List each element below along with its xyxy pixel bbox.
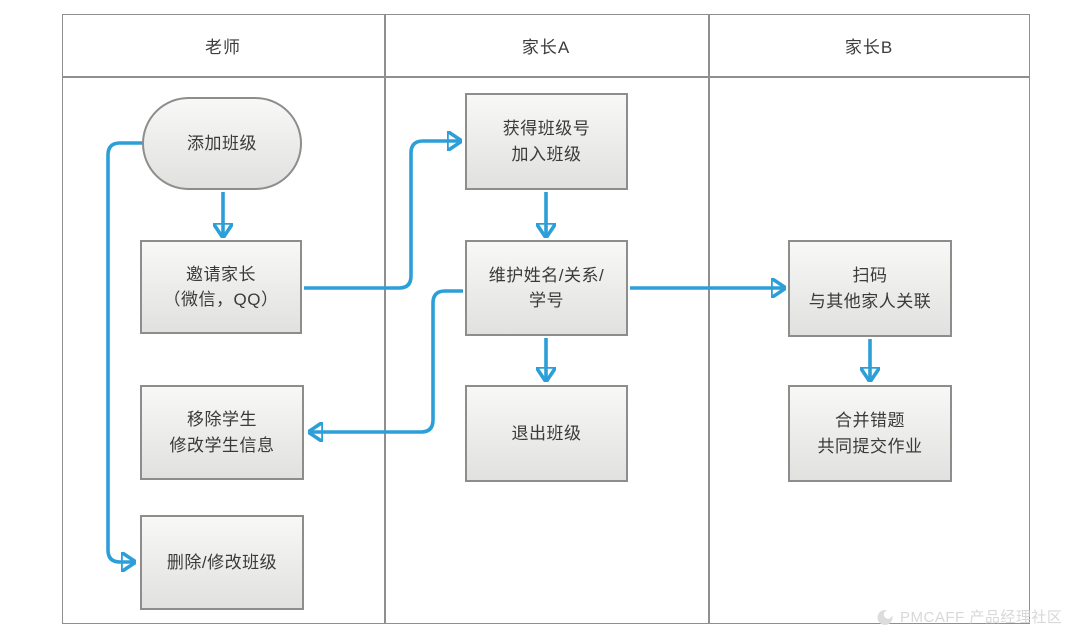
pmcaff-logo-icon	[877, 609, 893, 625]
watermark: PMCAFF 产品经理社区	[876, 606, 1062, 627]
node-delete-class: 删除/修改班级	[140, 515, 304, 610]
node-join-class: 获得班级号 加入班级	[465, 93, 628, 190]
node-invite-parents: 邀请家长 （微信，QQ）	[140, 240, 302, 334]
swimlane-frame	[62, 14, 1030, 624]
header-divider	[62, 76, 1030, 78]
lane-title-teacher: 老师	[205, 37, 241, 57]
node-add-class: 添加班级	[142, 97, 302, 190]
lane-title-parent-b: 家长B	[844, 37, 894, 57]
node-remove-student: 移除学生 修改学生信息	[140, 385, 304, 480]
node-maintain-info: 维护姓名/关系/ 学号	[465, 240, 628, 336]
node-merge-submit: 合并错题 共同提交作业	[788, 385, 952, 482]
node-quit-class: 退出班级	[465, 385, 628, 482]
lane-divider-1	[384, 14, 386, 624]
node-scan-code: 扫码 与其他家人关联	[788, 240, 952, 337]
lane-title-parent-a: 家长A	[521, 37, 571, 57]
lane-divider-2	[708, 14, 710, 624]
watermark-text: PMCAFF 产品经理社区	[900, 609, 1063, 626]
